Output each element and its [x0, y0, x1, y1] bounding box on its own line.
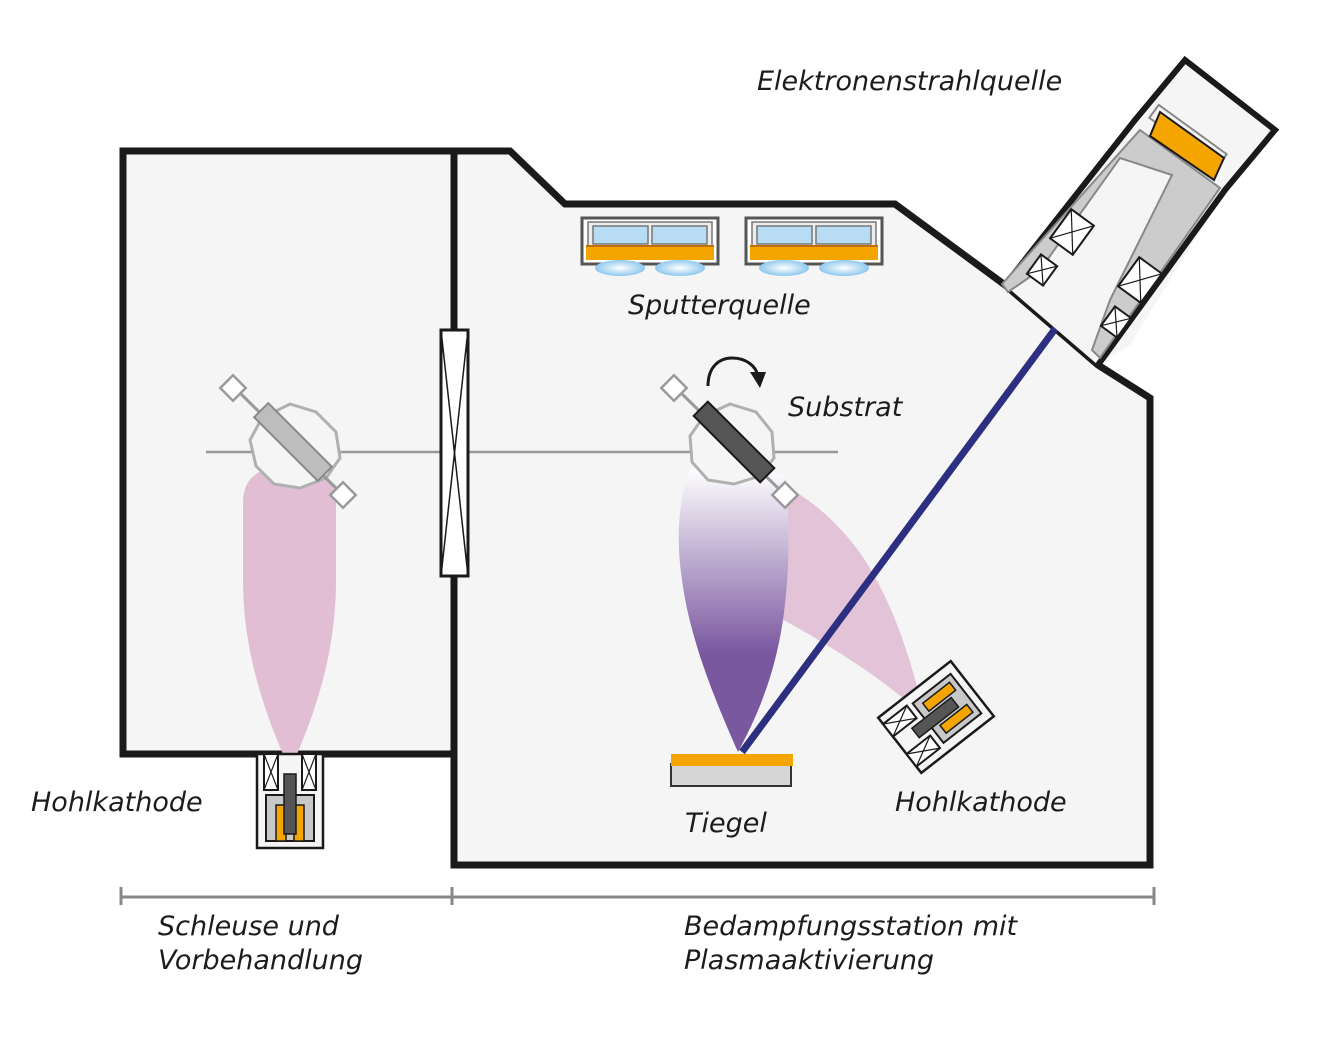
label-section-left-line2: Vorbehandlung: [158, 944, 364, 976]
section-bracket-left: [119, 887, 454, 905]
sputter-source-2: [744, 216, 884, 276]
label-section-right-line1: Bedampfungsstation mit: [684, 911, 1018, 942]
crucible: [670, 754, 793, 787]
label-section-left-line1: Schleuse und: [158, 911, 339, 942]
label-hollow-cathode-left: Hohlkathode: [31, 787, 203, 818]
vapor-plume: [678, 467, 789, 752]
label-sputter-source: Sputterquelle: [628, 290, 811, 321]
hollow-cathode-right: [876, 659, 996, 775]
label-crucible: Tiegel: [685, 808, 767, 839]
substrate-holder-right: [659, 373, 800, 510]
label-electron-source: Elektronenstrahlquelle: [757, 66, 1063, 97]
electron-gun: [1000, 55, 1280, 367]
hollow-cathode-left: [255, 752, 325, 850]
label-section-left: Schleuse und Vorbehandlung: [158, 910, 363, 978]
label-section-right-line2: Plasmaaktivierung: [684, 944, 935, 976]
gate-valve: [439, 328, 470, 578]
label-section-right: Bedampfungsstation mit Plasmaaktivierung: [684, 910, 1017, 978]
plasma-cloud-left: [243, 466, 336, 770]
label-substrate: Substrat: [788, 392, 903, 423]
plasma-cloud-right: [764, 478, 918, 700]
substrate-holder-left: [218, 373, 358, 510]
label-hollow-cathode-right: Hohlkathode: [895, 787, 1067, 818]
sputter-source-1: [580, 216, 720, 276]
rotation-arrow-icon: [706, 356, 766, 388]
section-bracket-right: [452, 887, 1156, 905]
